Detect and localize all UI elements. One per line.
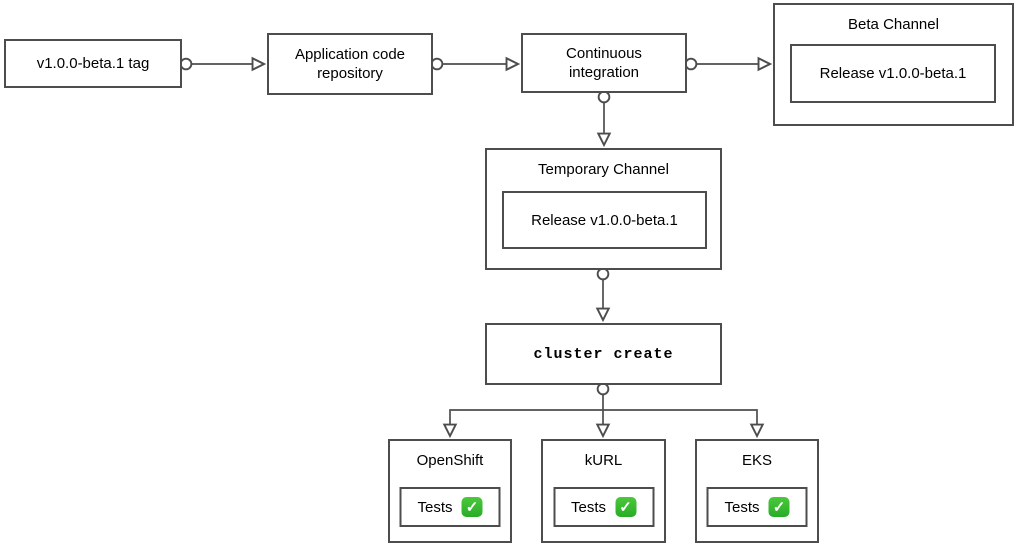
check-icon: ✓ bbox=[461, 497, 483, 517]
node-kurl: kURL Tests ✓ bbox=[541, 439, 666, 543]
repository-label: Application code repository bbox=[294, 46, 406, 82]
beta-channel-title: Beta Channel bbox=[848, 16, 939, 33]
edge-cluster-create-to-eks bbox=[603, 409, 757, 436]
node-temporary-channel: Temporary Channel Release v1.0.0-beta.1 bbox=[485, 148, 722, 270]
node-cluster-create: cluster create bbox=[485, 323, 722, 385]
beta-channel-release-label: Release v1.0.0-beta.1 bbox=[819, 65, 967, 82]
eks-tests-label: Tests bbox=[724, 498, 760, 516]
cluster-create-label: cluster create bbox=[533, 345, 674, 363]
check-icon: ✓ bbox=[768, 497, 790, 517]
temporary-channel-release-label: Release v1.0.0-beta.1 bbox=[531, 211, 678, 229]
node-beta-channel: Beta Channel Release v1.0.0-beta.1 bbox=[773, 3, 1014, 126]
eks-tests-box: Tests ✓ bbox=[706, 487, 808, 527]
node-version-tag: v1.0.0-beta.1 tag bbox=[4, 39, 182, 88]
version-tag-label: v1.0.0-beta.1 tag bbox=[36, 55, 150, 72]
edge-cluster-create-to-openshift bbox=[450, 409, 603, 436]
node-openshift: OpenShift Tests ✓ bbox=[388, 439, 512, 543]
openshift-tests-label: Tests bbox=[417, 498, 453, 516]
temporary-channel-release-box: Release v1.0.0-beta.1 bbox=[502, 191, 707, 249]
node-continuous-integration: Continuous integration bbox=[521, 33, 687, 93]
kurl-tests-label: Tests bbox=[570, 498, 606, 516]
openshift-title: OpenShift bbox=[416, 452, 484, 469]
check-icon: ✓ bbox=[615, 497, 636, 517]
openshift-tests-box: Tests ✓ bbox=[399, 487, 501, 527]
temporary-channel-title: Temporary Channel bbox=[538, 161, 669, 178]
eks-title: EKS bbox=[741, 452, 772, 469]
beta-channel-release-box: Release v1.0.0-beta.1 bbox=[790, 44, 996, 103]
kurl-tests-box: Tests ✓ bbox=[553, 487, 654, 527]
node-application-code-repository: Application code repository bbox=[267, 33, 433, 95]
kurl-title: kURL bbox=[584, 452, 623, 469]
continuous-integration-label: Continuous integration bbox=[566, 45, 642, 81]
node-eks: EKS Tests ✓ bbox=[695, 439, 819, 543]
